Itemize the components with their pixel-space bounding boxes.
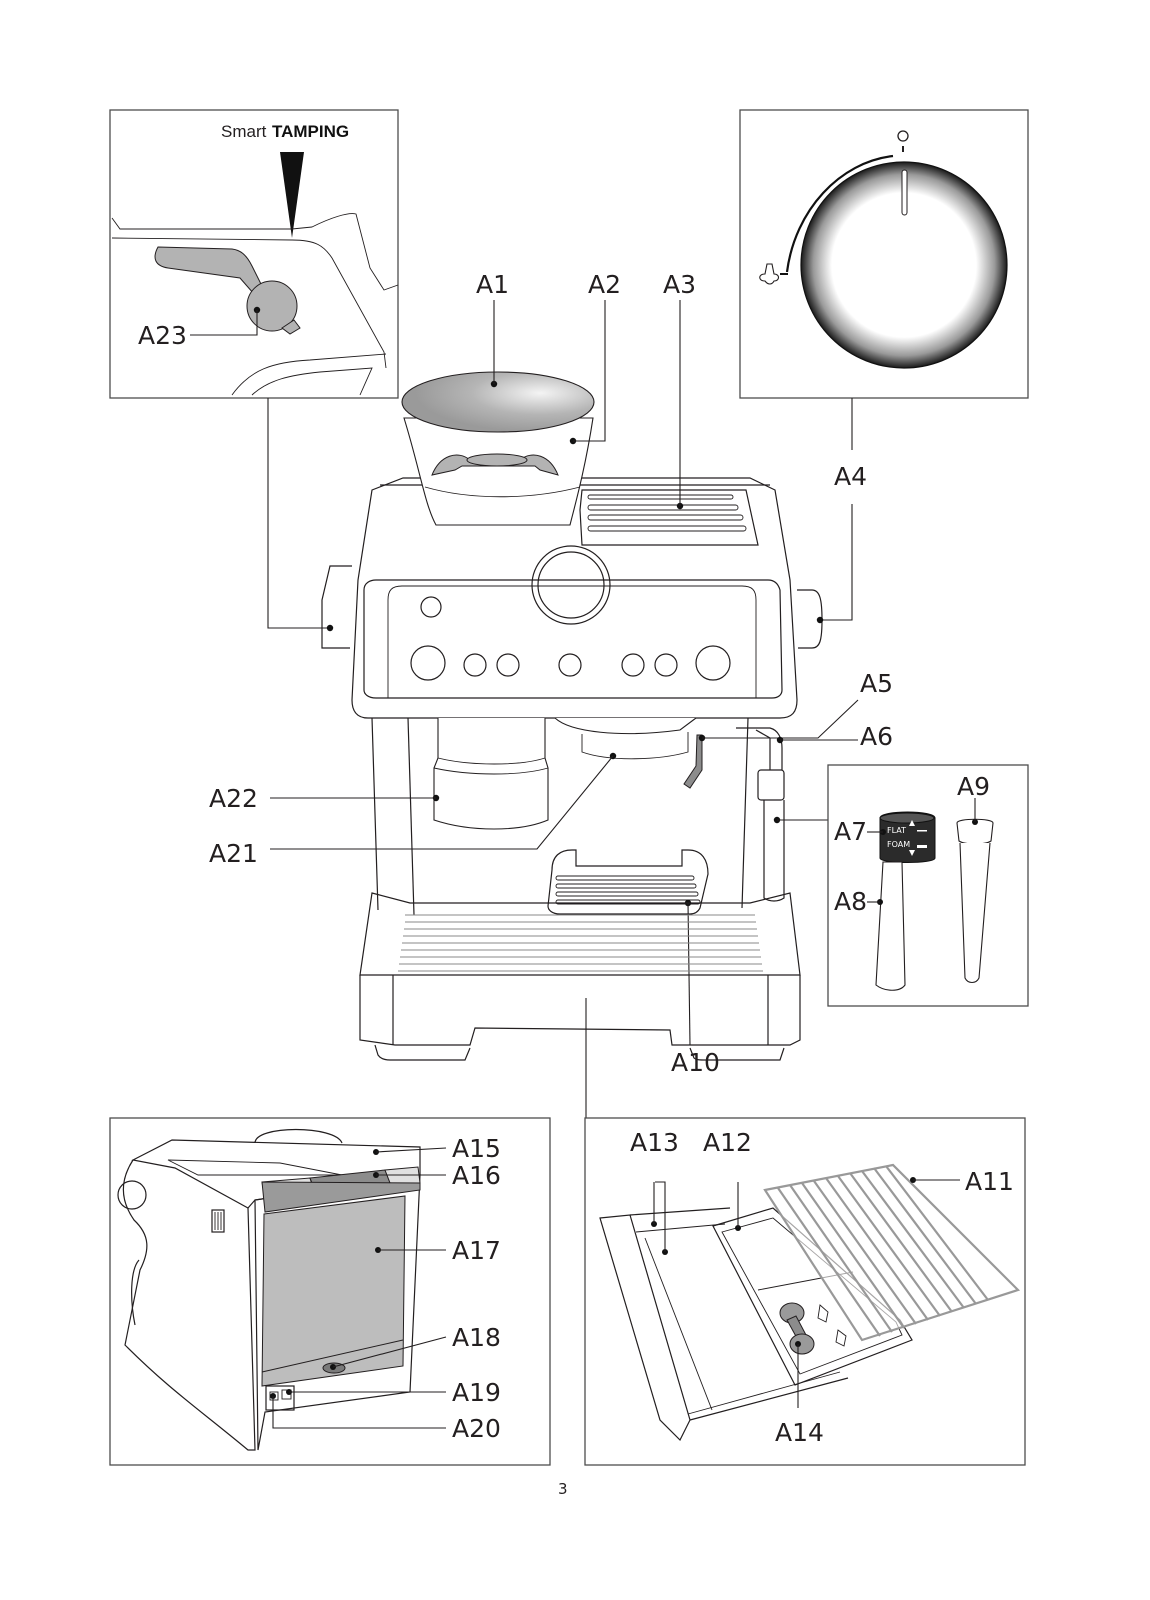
callout-A15: A15 [452,1134,501,1163]
ring-label-flat: FLAT [887,826,906,835]
steam-knob[interactable] [800,161,1008,369]
bean-hopper[interactable] [403,417,594,526]
callout-A5: A5 [860,669,893,698]
callout-A1: A1 [476,270,509,299]
control-button[interactable] [695,645,731,681]
water-level-float[interactable] [779,1302,815,1355]
cup-grid[interactable] [547,849,709,915]
callout-A19: A19 [452,1378,501,1407]
control-button[interactable] [621,653,645,677]
tamping-lever[interactable] [154,246,301,335]
machine-front-view: A3 A1 A2 A22 A21 A5 [209,270,893,1118]
control-button[interactable] [558,653,582,677]
rear-view-panel: A15 A16 A17 A18 A19 A20 [109,1117,551,1466]
drip-tray-base[interactable] [599,1214,691,1442]
frothing-accessories-panel: FLAT FOAM A7 A8 A9 [827,764,1029,1007]
page-number: 3 [558,1480,568,1498]
callout-A20: A20 [452,1414,501,1443]
callout-A8: A8 [834,887,867,916]
callout-A16: A16 [452,1161,501,1190]
callout-A11: A11 [965,1167,1014,1196]
cappuccino-nozzle[interactable] [956,818,994,984]
dosing-funnel[interactable] [433,718,549,830]
steam-knob-panel: A4 [739,109,1029,621]
frothing-sleeve[interactable] [875,861,906,991]
smart-tamping-panel: Smart TAMPING A23 [109,109,399,629]
callout-A22: A22 [209,784,258,813]
callout-A12: A12 [703,1128,752,1157]
hopper-lid[interactable] [401,371,595,433]
frothing-ring[interactable]: FLAT FOAM [879,811,936,863]
drip-tray-grid[interactable] [763,1163,1021,1342]
off-position-icon [897,130,909,142]
smart-tamping-prefix: Smart [221,122,267,141]
grind-dial[interactable] [531,545,611,625]
callout-A6: A6 [860,722,893,751]
callout-A2: A2 [588,270,621,299]
drip-tray-exploded-panel: A13 A12 A14 [584,1117,1026,1466]
water-tank[interactable] [261,1195,406,1387]
smart-tamping-emphasis: TAMPING [272,122,349,141]
control-button[interactable] [410,645,446,681]
callout-A14: A14 [775,1418,824,1447]
control-button[interactable] [496,653,520,677]
callout-A9: A9 [957,772,990,801]
control-button[interactable] [654,653,678,677]
ring-label-foam: FOAM [887,840,910,849]
callout-A7: A7 [834,817,867,846]
callout-A10: A10 [671,1048,720,1077]
pointer-arrow-icon [280,152,304,238]
steam-icon [759,263,780,285]
control-button[interactable] [463,653,487,677]
callout-A4: A4 [834,462,867,491]
callout-A23: A23 [138,321,187,350]
callout-A17: A17 [452,1236,501,1265]
drip-tray[interactable] [712,1207,913,1386]
callout-A21: A21 [209,839,258,868]
callout-A18: A18 [452,1323,501,1352]
callout-A3: A3 [663,270,696,299]
callout-A13: A13 [630,1128,679,1157]
hot-water-spout[interactable] [683,734,703,789]
